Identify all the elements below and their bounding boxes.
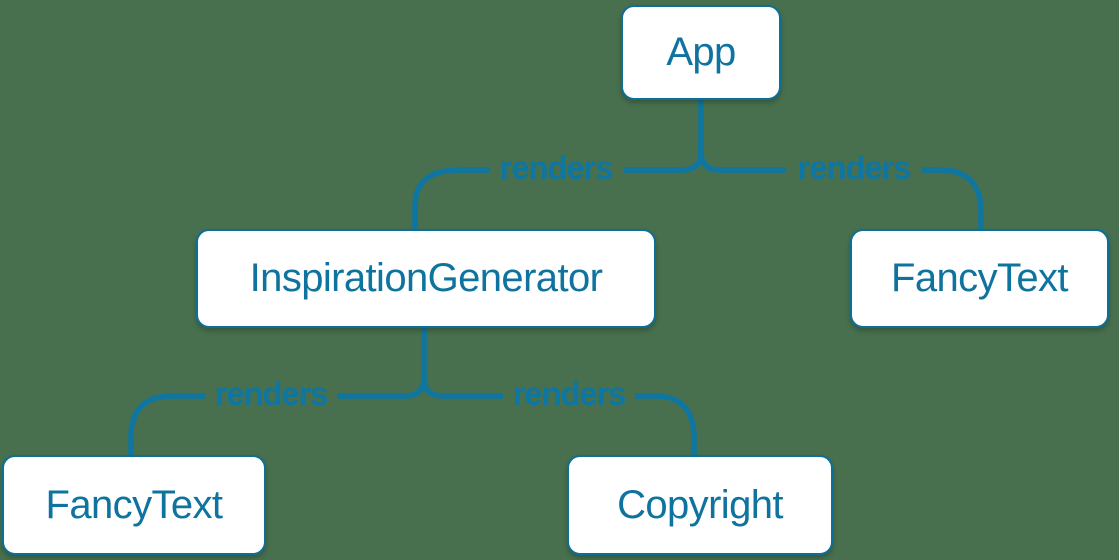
edge-label-renders-inspiration-copyright: renders [512,375,627,412]
node-copyright-label: Copyright [617,482,783,527]
node-app: App [621,5,781,100]
edge-inspiration-to-fancytext-left-arm [337,377,427,399]
node-fancy-text-bottom-label: FancyText [45,482,223,527]
edge-app-to-fancytext-drop [922,167,984,229]
edge-label-renders-app-fancytext: renders [797,149,912,186]
edge-label-renders-app-inspiration: renders [499,149,614,186]
node-fancy-text-top-label: FancyText [891,256,1068,300]
node-app-label: App [666,30,736,74]
node-fancy-text-bottom: FancyText [2,455,266,555]
node-inspiration-generator: InspirationGenerator [196,229,656,328]
edge-inspiration-to-fancytext-drop [128,393,205,455]
edge-app-to-inspiration-left-arm [624,151,704,173]
node-copyright: Copyright [567,455,833,555]
node-inspiration-generator-label: InspirationGenerator [249,256,603,300]
edge-inspiration-to-copyright-drop [635,393,697,455]
edge-app-to-fancytext-right-arm [698,151,786,173]
node-fancy-text-top: FancyText [850,229,1109,328]
edge-label-renders-inspiration-fancytext: renders [214,375,329,412]
edge-inspiration-to-copyright-right-arm [421,377,503,399]
edge-app-to-inspiration-drop [412,167,490,229]
